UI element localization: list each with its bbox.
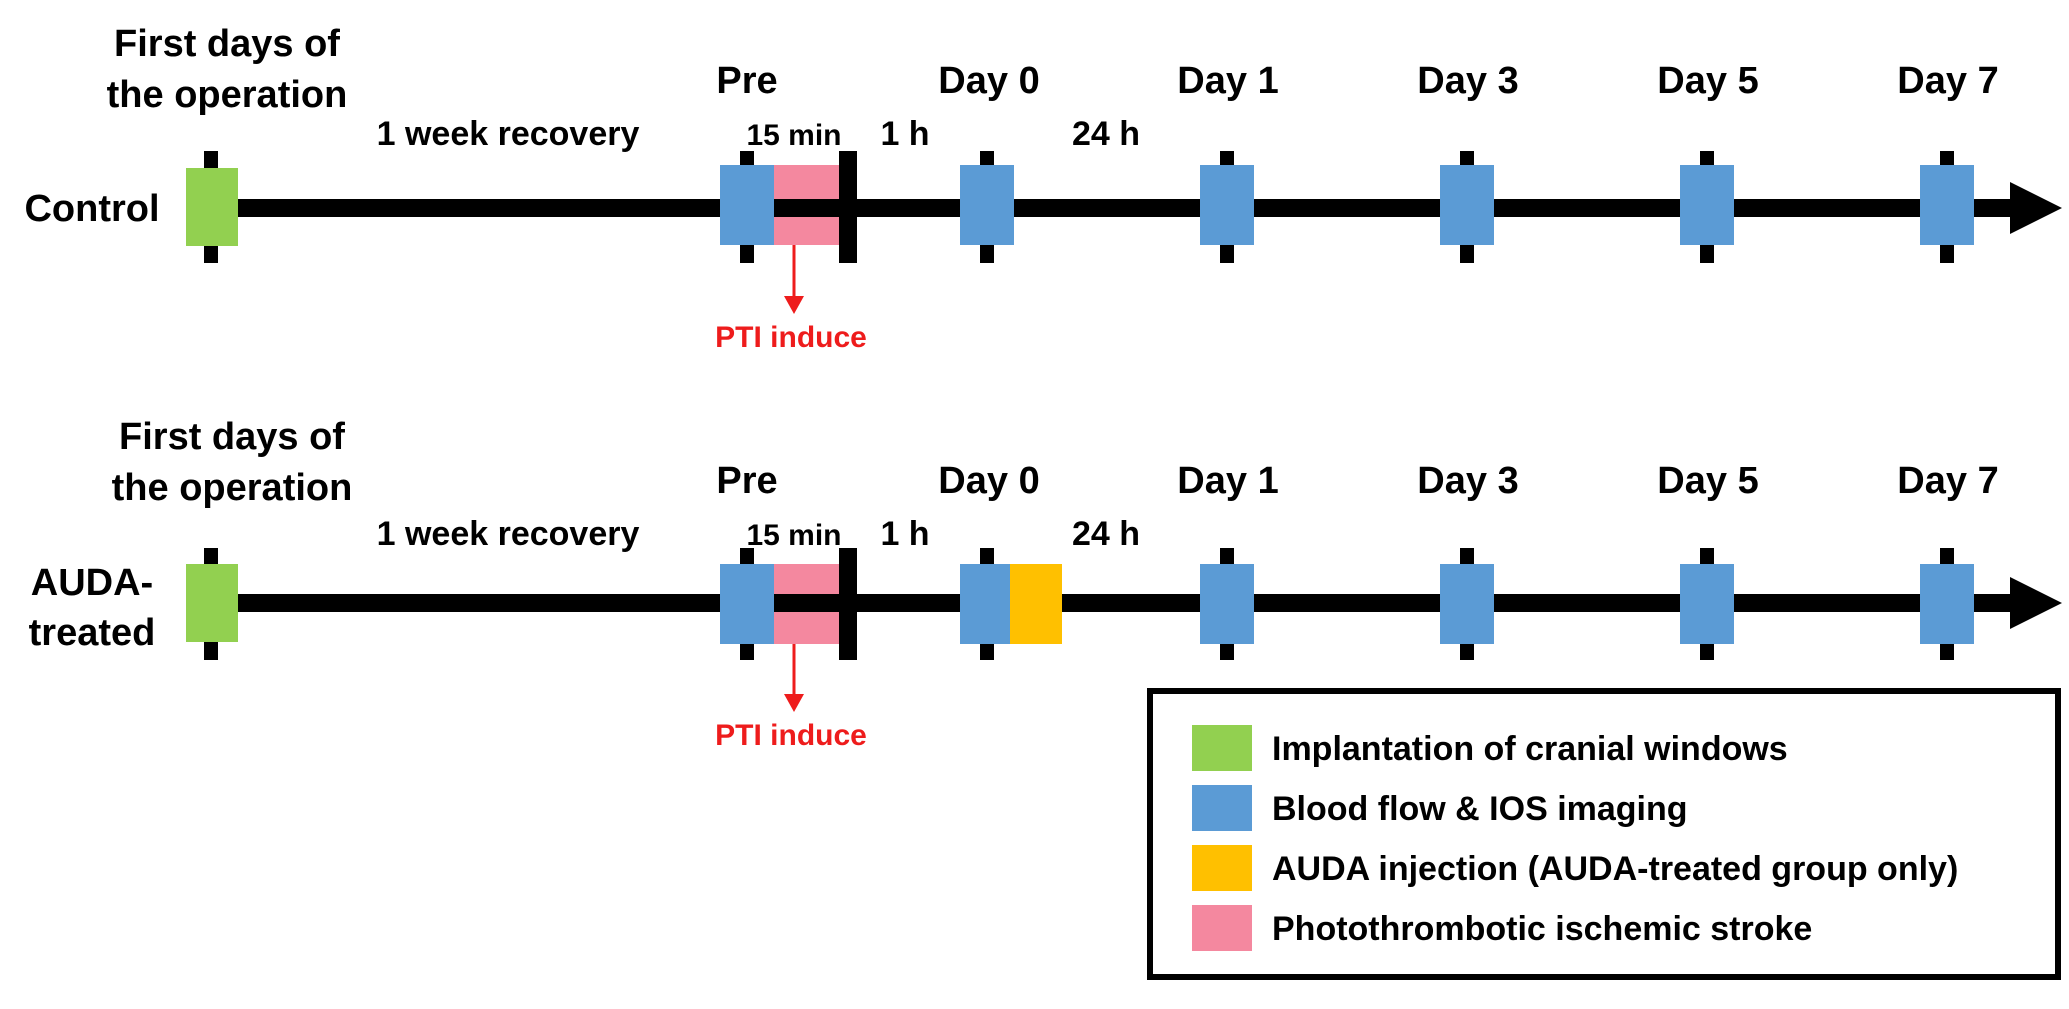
pti-arrow-head [784, 296, 804, 314]
day1-label: Day 1 [1177, 460, 1278, 502]
legend: Implantation of cranial windows Blood fl… [1147, 688, 2061, 980]
day7-label: Day 7 [1897, 60, 1998, 102]
day0-label: Day 0 [938, 460, 1039, 502]
first-days-label-line1: First days of [114, 23, 340, 65]
pre-label: Pre [716, 60, 777, 102]
legend-swatch-implant [1192, 725, 1252, 771]
implant-block [186, 168, 238, 246]
legend-label-stroke: Photothrombotic ischemic stroke [1272, 910, 1812, 948]
day7-imaging-block [1920, 564, 1974, 644]
pre-imaging-block [720, 564, 774, 644]
day3-label: Day 3 [1417, 60, 1518, 102]
day1-imaging-block [1200, 165, 1254, 245]
day1-label: Day 1 [1177, 60, 1278, 102]
1h-label: 1 h [880, 115, 929, 153]
first-days-label-line2: the operation [107, 74, 348, 116]
legend-swatch-stroke [1192, 905, 1252, 951]
legend-swatch-imaging [1192, 785, 1252, 831]
timeline-arrowhead [2010, 182, 2062, 234]
auda-injection-block [1010, 564, 1062, 644]
legend-label-implant: Implantation of cranial windows [1272, 730, 1788, 768]
recovery-label: 1 week recovery [377, 115, 640, 153]
day5-imaging-block [1680, 165, 1734, 245]
day0-imaging-block [960, 165, 1014, 245]
auda-timeline: First days of the operation Pre Day 0 Da… [29, 416, 2062, 752]
day7-label: Day 7 [1897, 460, 1998, 502]
legend-label-auda: AUDA injection (AUDA-treated group only) [1272, 850, 1958, 888]
recovery-label: 1 week recovery [377, 515, 640, 553]
pti-induce-label: PTI induce [715, 321, 867, 354]
stroke-end-marker [839, 548, 857, 660]
day5-imaging-block [1680, 564, 1734, 644]
first-days-label-line2: the operation [112, 467, 353, 509]
implant-block [186, 564, 238, 642]
control-timeline: First days of the operation Pre Day 0 Da… [24, 23, 2062, 354]
day0-imaging-block [960, 564, 1014, 644]
pti-induce-label: PTI induce [715, 719, 867, 752]
pre-label: Pre [716, 460, 777, 502]
legend-label-imaging: Blood flow & IOS imaging [1272, 790, 1688, 828]
timeline-axis [190, 199, 2010, 217]
day3-imaging-block [1440, 564, 1494, 644]
day7-imaging-block [1920, 165, 1974, 245]
group-label-control: Control [24, 188, 159, 230]
day1-imaging-block [1200, 564, 1254, 644]
day3-imaging-block [1440, 165, 1494, 245]
24h-label: 24 h [1072, 515, 1140, 553]
stroke-block-axis [774, 594, 840, 612]
day3-label: Day 3 [1417, 460, 1518, 502]
day0-label: Day 0 [938, 60, 1039, 102]
group-label-auda-line1: AUDA- [31, 562, 153, 604]
stroke-end-marker [839, 151, 857, 263]
day5-label: Day 5 [1657, 460, 1758, 502]
legend-box [1147, 688, 2061, 980]
24h-label: 24 h [1072, 115, 1140, 153]
pre-imaging-block [720, 165, 774, 245]
pti-arrow-head [784, 694, 804, 712]
first-days-label-line1: First days of [119, 416, 345, 458]
group-label-auda-line2: treated [29, 612, 156, 654]
15min-label: 15 min [746, 519, 841, 552]
timeline-arrowhead [2010, 577, 2062, 629]
1h-label: 1 h [880, 515, 929, 553]
timeline-axis [190, 594, 2010, 612]
stroke-block-axis [774, 199, 840, 217]
legend-swatch-auda [1192, 845, 1252, 891]
day5-label: Day 5 [1657, 60, 1758, 102]
15min-label: 15 min [746, 119, 841, 152]
